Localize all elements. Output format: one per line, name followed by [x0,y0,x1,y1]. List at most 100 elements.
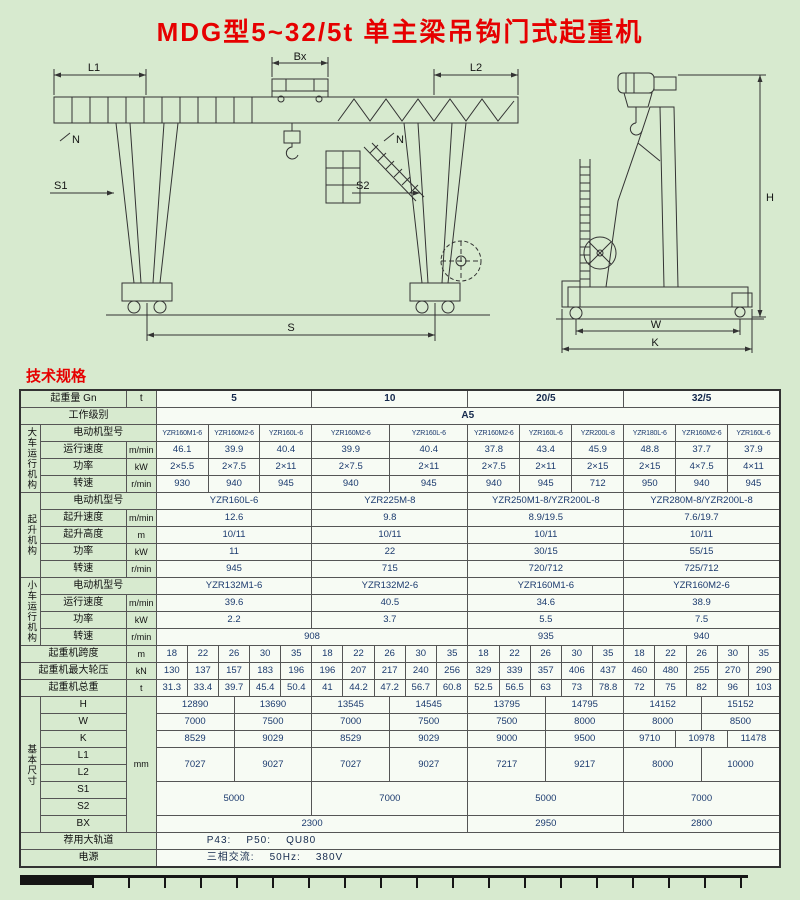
value-cell: 14545 [389,696,469,714]
value-cell: 2.2 [155,611,313,629]
value-cell: 30 [560,645,593,663]
value-cell: 406 [560,662,593,680]
value-cell: YZR160M2-6 [675,424,729,442]
value-cell: 10/11 [311,526,469,544]
value-cell: 75 [654,679,687,697]
value-cell: 7500 [467,713,547,731]
group-label: 起升机构 [25,514,37,556]
value-cell: 35 [747,645,781,663]
value-cell: 39.9 [207,441,261,459]
value-cell: 30 [716,645,749,663]
value-cell: 8000 [545,713,625,731]
value-cell: 63 [529,679,562,697]
value-cell: 18 [467,645,500,663]
value-cell: YZR132M1-6 [155,577,313,595]
value-cell: 35 [591,645,625,663]
value-cell: 30/15 [467,543,625,561]
unit-cell: kN [125,662,157,680]
value-cell: 39.9 [311,441,391,459]
value-cell: YZR160L-6 [389,424,469,442]
value-cell: 9000 [467,730,547,748]
row-label-cell: 电动机型号 [39,577,157,595]
hook [285,143,299,160]
side-hook [629,122,643,136]
value-cell: 13545 [311,696,391,714]
value-cell: 22 [654,645,687,663]
value-cell: 52.5 [467,679,500,697]
value-cell: 22 [311,543,469,561]
value-cell: 255 [685,662,718,680]
value-cell: 940 [207,475,261,493]
value-cell: 96 [716,679,749,697]
row-label-cell: 功率 [39,611,127,629]
value-cell: 3.7 [311,611,469,629]
value-cell: 183 [249,662,282,680]
value-cell: 72 [623,679,656,697]
value-cell: 37.7 [675,441,729,459]
value-cell: 35 [280,645,313,663]
value-cell: 715 [311,560,469,578]
row-label-cell: 起重量 Gn [19,389,127,408]
value-cell: YZR180L-6 [623,424,677,442]
value-cell: 2×15 [623,458,677,476]
right-bogie [409,282,461,302]
dim-label-s2: S2 [356,180,369,192]
front-dimensions [50,57,519,341]
unit-cell: m/min [125,441,157,459]
side-view [556,72,764,320]
value-cell: 46.1 [155,441,209,459]
value-cell: 12.6 [155,509,313,527]
row-label-cell: 功率 [39,458,127,476]
value-cell: 940 [467,475,521,493]
value-cell: 130 [155,662,188,680]
value-cell: 720/712 [467,560,625,578]
group-label-cell: 小车运行机构 [19,577,41,646]
value-cell: 945 [389,475,469,493]
row-label-cell: S2 [39,798,127,816]
value-cell: 460 [623,662,656,680]
value-cell: 13690 [233,696,313,714]
unit-cell: m/min [125,509,157,527]
value-cell: 950 [623,475,677,493]
value-cell: 240 [404,662,437,680]
value-cell: 2×7.5 [207,458,261,476]
dim-label-w: W [651,319,662,331]
rope-drum [583,236,617,270]
value-cell: 38.9 [623,594,781,612]
value-cell: 207 [342,662,375,680]
value-cell: 7000 [155,713,235,731]
row-label-cell: 电动机型号 [39,492,157,510]
value-cell: YZR160M2-6 [623,577,781,595]
row-label-cell: 功率 [39,543,127,561]
value-cell: 7000 [623,781,781,816]
value-cell: 196 [311,662,344,680]
value-cell: 712 [571,475,625,493]
value-cell: 10000 [701,747,781,782]
left-leg [115,122,179,284]
next-table-corner [20,875,92,885]
value-cell: 48.8 [623,441,677,459]
value-cell: 8.9/19.5 [467,509,625,527]
value-cell: YZR160M1-6 [467,577,625,595]
header-cell: 10 [311,389,469,408]
value-cell: 2×11 [389,458,469,476]
ladder [579,159,591,287]
value-cell: 35 [435,645,469,663]
value-cell: 2950 [467,815,625,833]
value-cell: 157 [217,662,251,680]
dim-label-k: K [651,337,659,349]
value-cell: 9029 [389,730,469,748]
value-cell: 437 [591,662,625,680]
value-cell: 44.2 [342,679,375,697]
side-dim-arrows [562,75,763,352]
value-cell: YZR160L-6 [259,424,313,442]
unit-cell: t [125,679,157,697]
value-cell: YZR280M-8/YZR200L-8 [623,492,781,510]
value-cell: 2800 [623,815,781,833]
section-title: 技术规格 [26,368,87,385]
value-cell: 26 [685,645,718,663]
value-cell: 7217 [467,747,547,782]
row-label-cell: 起升速度 [39,509,127,527]
value-cell: 39.7 [217,679,251,697]
row-label-cell: 荐用大轨道 [19,832,157,850]
